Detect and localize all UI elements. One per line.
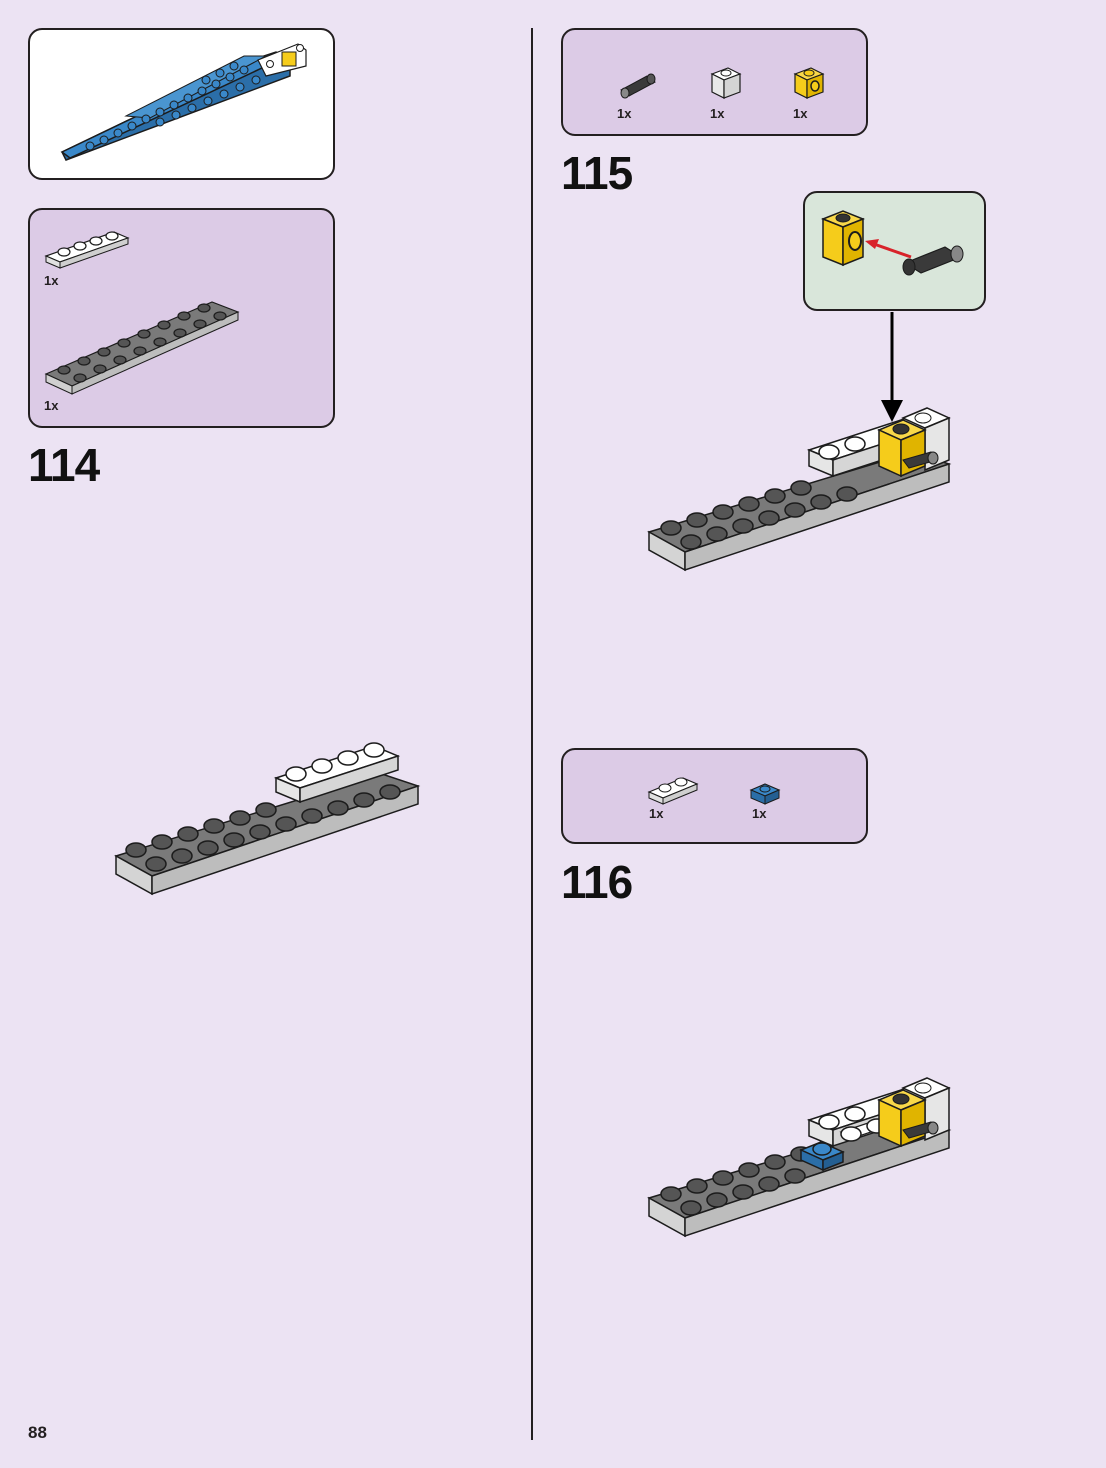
step-number: 115 <box>561 146 632 200</box>
white-plate-1x4-icon <box>44 226 134 266</box>
pin-insert-callout <box>805 193 988 313</box>
yellow-technic-brick-icon <box>791 64 827 102</box>
quantity-label: 1x <box>44 398 58 413</box>
parts-panel-step-115: 1x 1x 1x <box>561 28 868 136</box>
blue-plate-1x1-icon <box>749 780 783 808</box>
quantity-label: 1x <box>752 806 766 821</box>
gray-plate-2x8-icon <box>44 298 244 398</box>
step-114-assembly <box>112 730 432 900</box>
step-116-assembly <box>645 1070 965 1250</box>
quantity-label: 1x <box>617 106 631 121</box>
callout-panel <box>803 191 986 311</box>
step-number: 114 <box>28 438 99 492</box>
white-brick-1x1-icon <box>708 64 744 102</box>
quantity-label: 1x <box>710 106 724 121</box>
quantity-label: 1x <box>649 806 663 821</box>
quantity-label: 1x <box>44 273 58 288</box>
parts-panel-step-114: 1x 1x <box>28 208 335 428</box>
parts-panel-step-116: 1x 1x <box>561 748 868 844</box>
preview-panel <box>28 28 335 180</box>
black-pin-connector-icon <box>617 70 661 100</box>
page-number: 88 <box>28 1423 47 1443</box>
step-115-assembly <box>645 300 965 580</box>
quantity-label: 1x <box>793 106 807 121</box>
step-number: 116 <box>561 855 632 909</box>
column-divider <box>531 28 533 1440</box>
white-plate-1x2-icon <box>647 774 703 806</box>
blue-wing-model <box>30 30 337 182</box>
